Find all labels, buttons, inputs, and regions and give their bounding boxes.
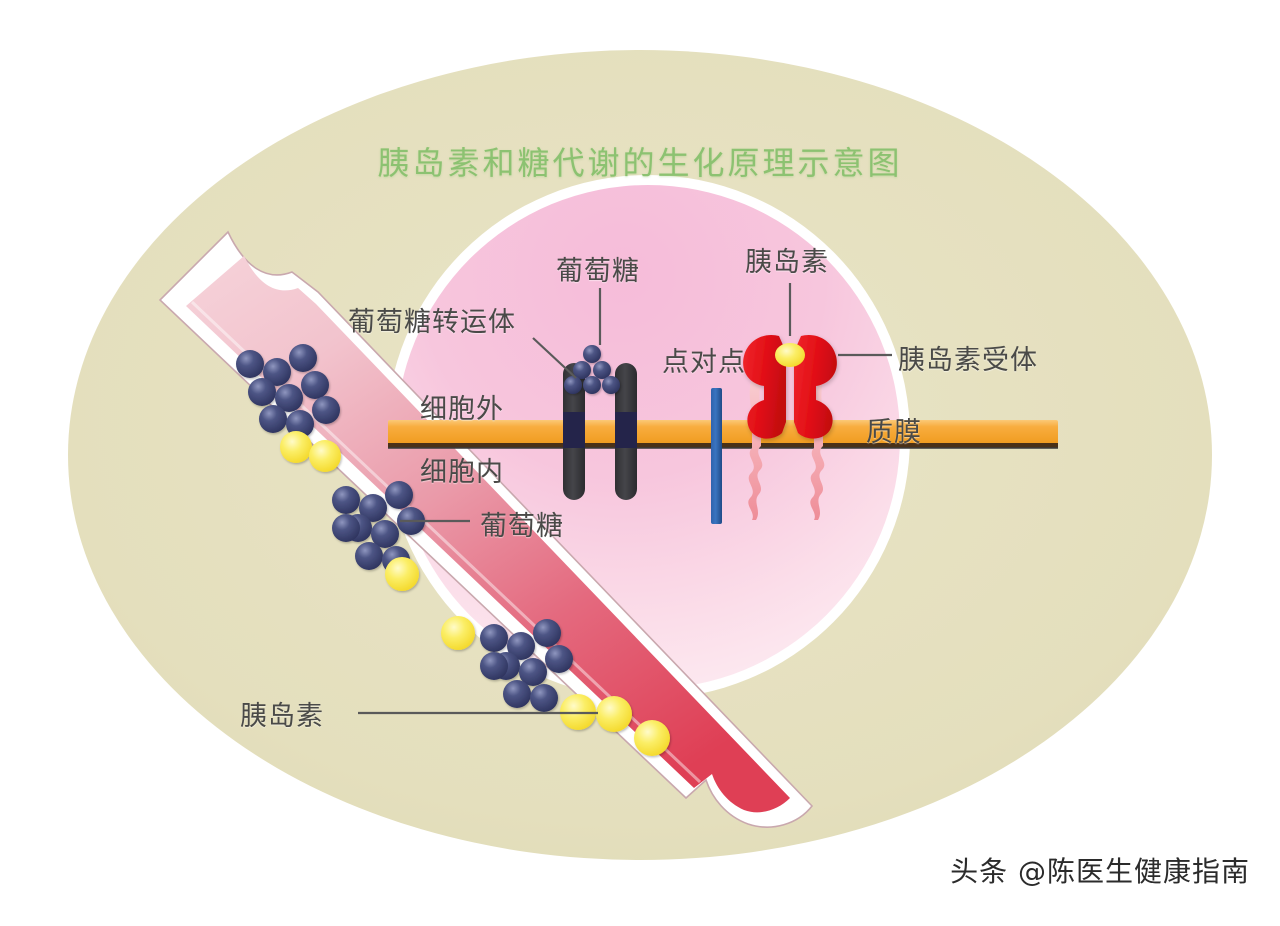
glucose-transporter[interactable] xyxy=(563,363,637,500)
leader-lines xyxy=(358,283,892,715)
bound-insulin-molecule xyxy=(775,343,805,367)
label-plasma-membrane: 质膜 xyxy=(866,417,922,448)
label-intracellular: 细胞内 xyxy=(420,457,504,488)
vessel-glucose-cluster-3 xyxy=(480,619,573,712)
label-glucose-transporter: 葡萄糖转运体 xyxy=(348,307,516,338)
label-insulin-vessel: 胰岛素 xyxy=(240,701,324,732)
label-glucose-top: 葡萄糖 xyxy=(556,256,640,287)
membrane-band xyxy=(388,420,1058,444)
transporter-helix-left-core xyxy=(563,412,585,448)
membrane-lower-edge xyxy=(388,443,1058,448)
vessel-insulin-dots xyxy=(280,431,670,756)
vessel-lumen xyxy=(186,256,790,813)
point-to-point-bar xyxy=(711,388,722,524)
receptor-alpha-subunits xyxy=(743,334,837,439)
transporter-helix-right-core xyxy=(615,412,637,448)
vessel-glucose-cluster-2 xyxy=(332,481,425,574)
vessel-glucose-cluster-1 xyxy=(236,344,340,438)
label-glucose-vessel: 葡萄糖 xyxy=(480,511,564,542)
insulin-receptor[interactable] xyxy=(743,334,837,520)
label-point-to-point: 点对点 xyxy=(662,347,746,378)
leader-glucose-transporter xyxy=(532,337,577,379)
label-insulin-receptor: 胰岛素受体 xyxy=(898,345,1038,376)
label-insulin-top: 胰岛素 xyxy=(745,247,829,278)
label-extracellular: 细胞外 xyxy=(420,394,504,425)
watermark-text: 头条 @陈医生健康指南 xyxy=(950,855,1250,888)
page-title: 胰岛素和糖代谢的生化原理示意图 xyxy=(377,144,903,182)
transporter-glucose-cluster xyxy=(564,345,620,394)
plasma-membrane xyxy=(388,420,1058,449)
